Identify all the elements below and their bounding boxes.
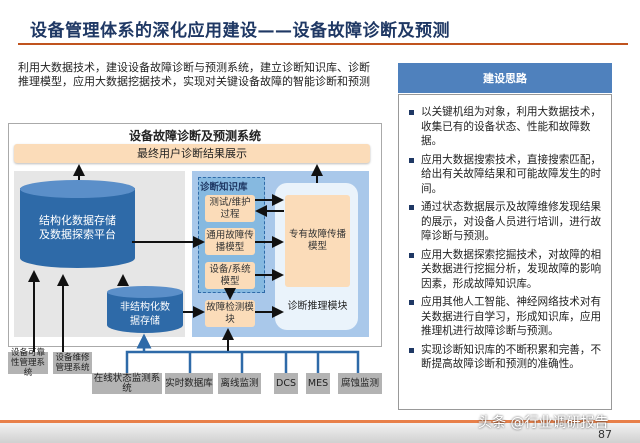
bullet-icon — [409, 252, 414, 258]
page-number: 87 — [598, 428, 612, 441]
title-divider — [18, 43, 628, 45]
bullet-icon — [409, 110, 414, 115]
list-item: 应用大数据搜索技术，直接搜索匹配，给出有关故障结果和可能故障发生的时间。 — [409, 153, 605, 197]
footer — [0, 423, 640, 443]
bullet-icon — [409, 347, 414, 353]
list-item: 应用大数据探索挖掘技术，对故障的相关数据进行挖掘分析，发现故障的影响因素，形成故… — [409, 248, 605, 292]
kb-item-test-process: 测试/维护过程 — [205, 195, 255, 222]
side-system-reliability: 设备可靠性管理系统 — [8, 348, 48, 378]
intro-text: 利用大数据技术，建设设备故障诊断与预测系统，建立诊断知识库、诊断推理模型，应用大… — [18, 61, 370, 88]
structured-store-label: 结构化数据存储及数据探索平台 — [39, 214, 116, 241]
source-dcs: DCS — [274, 373, 298, 394]
panel-list: 以关键机组为对象，利用大数据技术，收集已有的设备状态、性能和故障数据。 应用大数… — [398, 94, 612, 410]
list-item: 以关键机组为对象，利用大数据技术，收集已有的设备状态、性能和故障数据。 — [409, 105, 605, 149]
diagram-title: 设备故障诊断及预测系统 — [128, 129, 261, 143]
cylinder-top — [20, 180, 135, 198]
list-item: 实现诊断知识库的不断积累和完善，不断提高故障诊断和预测的准确性。 — [409, 343, 605, 372]
result-display-bar: 最终用户诊断结果展示 — [14, 144, 370, 163]
kb-item-system-model: 设备/系统模型 — [205, 262, 255, 289]
source-offline-monitoring: 离线监测 — [218, 373, 261, 394]
watermark: 头条 @行业调研报告 — [478, 415, 609, 431]
source-online-monitoring: 在线状态监测系统 — [92, 372, 162, 394]
source-mes: MES — [306, 373, 330, 394]
panel-header: 建设思路 — [398, 63, 612, 93]
cylinder-top — [107, 286, 183, 298]
unstructured-store-label: 非结构化数据存储 — [120, 301, 170, 327]
side-system-maintenance: 设备维修管理系统 — [53, 352, 92, 374]
bullet-icon — [409, 205, 414, 210]
list-item: 通过状态数据展示及故障维修发现结果的展示，对设备人员进行培训，进行故障诊断与预测… — [409, 200, 605, 244]
source-realtime-db: 实时数据库 — [165, 373, 213, 394]
item-text: 实现诊断知识库的不断积累和完善，不断提高故障诊断和预测的准确性。 — [421, 343, 602, 371]
page-title: 设备管理体系的深化应用建设——设备故障诊断及预测 — [30, 21, 450, 41]
specific-fault-model: 专有故障传播模型 — [285, 195, 350, 287]
item-text: 通过状态数据展示及故障维修发现结果的展示，对设备人员进行培训，进行故障诊断与预测… — [421, 201, 602, 242]
item-text: 以关键机组为对象，利用大数据技术，收集已有的设备状态、性能和故障数据。 — [421, 106, 602, 147]
inference-label: 诊断推理模块 — [287, 301, 348, 312]
structured-store-cylinder: 结构化数据存储及数据探索平台 — [20, 188, 135, 268]
bullet-icon — [409, 300, 414, 305]
knowledge-base-title: 诊断知识库 — [200, 182, 248, 193]
item-text: 应用其他人工智能、神经网络技术对有关数据进行自学习，形成知识库，应用推理机进行故… — [421, 296, 602, 337]
kb-item-generic-model: 通用故障传播模型 — [205, 228, 255, 255]
footer-line — [0, 420, 640, 423]
item-text: 应用大数据探索挖掘技术，对故障的相关数据进行挖掘分析，发现故障的影响因素，形成故… — [421, 248, 602, 290]
bullet-icon — [409, 157, 414, 163]
fault-detection-module: 故障检测模块 — [205, 300, 255, 327]
list-item: 应用其他人工智能、神经网络技术对有关数据进行自学习，形成知识库，应用推理机进行故… — [409, 295, 605, 339]
source-corrosion: 腐蚀监测 — [338, 373, 382, 394]
item-text: 应用大数据搜索技术，直接搜索匹配，给出有关故障结果和可能故障发生的时间。 — [421, 153, 602, 195]
unstructured-store-cylinder: 非结构化数据存储 — [107, 292, 183, 333]
